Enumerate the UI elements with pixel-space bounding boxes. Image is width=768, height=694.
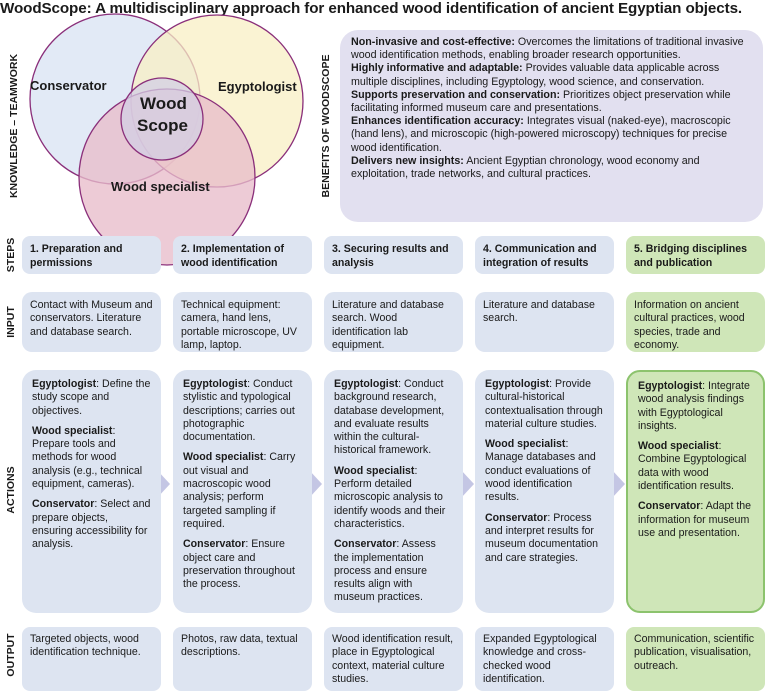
action-role: Egyptologist: [334, 378, 399, 390]
action-item: Wood specialist: Carry out visual and ma…: [183, 451, 302, 531]
action-item: Conservator: Select and prepare objects,…: [32, 498, 151, 551]
action-text: : Perform detailed microscopic analysis …: [334, 464, 446, 530]
action-role: Wood specialist: [485, 438, 566, 451]
action-text: : Define the study scope and objectives.: [32, 378, 151, 417]
action-item: Wood specialist: Manage databases and co…: [485, 438, 604, 504]
action-role: Conservator: [32, 498, 95, 511]
benefit-text: Overcomes the limitations of traditional…: [351, 36, 744, 62]
output-box-4: Expanded Egyptological knowledge and cro…: [475, 627, 614, 691]
benefit-item: Supports preservation and conservation: …: [351, 89, 755, 115]
actions-box-4: Egyptologist: Provide cultural-historica…: [475, 370, 614, 613]
input-box-5: Information on ancient cultural practice…: [626, 292, 765, 352]
action-item: Wood specialist: Combine Egyptological d…: [638, 440, 753, 493]
benefit-text: Ancient Egyptian chronology, wood econom…: [351, 154, 700, 181]
action-text: : Conduct background research, database …: [334, 378, 445, 457]
actions-box-5: Egyptologist: Integrate wood analysis fi…: [626, 370, 765, 613]
action-item: Egyptologist: Define the study scope and…: [32, 378, 151, 418]
output-box-5: Communication, scientific publication, v…: [626, 627, 765, 691]
action-role: Egyptologist: [638, 380, 703, 392]
actions-box-3: Egyptologist: Conduct background researc…: [324, 370, 463, 613]
action-text: : Carry out visual and macroscopic wood …: [183, 451, 296, 530]
benefit-text: Provides valuable data applicable across…: [351, 62, 720, 88]
page-title: WoodScope: A multidisciplinary approach …: [0, 0, 743, 17]
step-box-2: 2. Implementation of wood identification: [173, 236, 312, 274]
input-box-2: Technical equipment: camera, hand lens, …: [173, 292, 312, 352]
action-role: Egyptologist: [485, 378, 550, 390]
step-box-4: 4. Communication and integration of resu…: [475, 236, 614, 274]
benefit-text: Prioritizes object preservation while fa…: [351, 88, 731, 115]
action-text: : Prepare tools and methods for wood ana…: [32, 424, 143, 491]
venn-center-line2: Scope: [137, 116, 189, 135]
benefit-item: Highly informative and adaptable: Provid…: [351, 62, 755, 88]
action-role: Wood specialist: [183, 451, 264, 464]
action-item: Egyptologist: Provide cultural-historica…: [485, 378, 604, 431]
action-role: Egyptologist: [32, 378, 97, 390]
action-text: : Conduct stylistic and typological desc…: [183, 378, 295, 444]
action-item: Egyptologist: Conduct background researc…: [334, 378, 453, 458]
action-role: Wood specialist: [334, 464, 415, 477]
benefit-heading: Enhances identification accuracy:: [351, 115, 524, 128]
action-text: : Adapt the information for museum use a…: [638, 500, 752, 539]
action-text: : Combine Egyptological data with wood i…: [638, 440, 747, 493]
step-box-1: 1. Preparation and permissions: [22, 236, 161, 274]
action-text: : Ensure object care and preservation th…: [183, 538, 295, 591]
action-item: Conservator: Ensure object care and pres…: [183, 538, 302, 591]
actions-box-2: Egyptologist: Conduct stylistic and typo…: [173, 370, 312, 613]
benefit-heading: Non-invasive and cost-effective:: [351, 36, 515, 48]
input-box-3: Literature and database search. Wood ide…: [324, 292, 463, 352]
action-role: Conservator: [334, 538, 397, 551]
action-text: : Provide cultural-historical contextual…: [485, 378, 603, 430]
action-item: Wood specialist: Perform detailed micros…: [334, 465, 453, 531]
action-role: Wood specialist: [638, 440, 719, 453]
benefit-item: Enhances identification accuracy: Integr…: [351, 115, 755, 155]
center-circle: [120, 77, 204, 161]
action-text: : Select and prepare objects, ensuring a…: [32, 498, 151, 551]
step-box-3: 3. Securing results and analysis: [324, 236, 463, 274]
benefit-heading: Highly informative and adaptable:: [351, 62, 523, 75]
input-box-4: Literature and database search.: [475, 292, 614, 352]
action-item: Conservator: Assess the implementation p…: [334, 538, 453, 604]
benefit-item: Delivers new insights: Ancient Egyptian …: [351, 155, 755, 181]
venn-center-line1: Wood: [140, 94, 187, 113]
action-text: : Manage databases and conduct evaluatio…: [485, 438, 596, 504]
input-box-1: Contact with Museum and conservators. Li…: [22, 292, 161, 352]
action-text: : Assess the implementation process and …: [334, 538, 436, 604]
step-box-5: 5. Bridging disciplines and publication: [626, 236, 765, 274]
benefit-text: Integrates visual (naked-eye), macroscop…: [351, 115, 731, 154]
action-role: Egyptologist: [183, 378, 248, 390]
action-role: Conservator: [485, 511, 548, 524]
output-box-3: Wood identification result, place in Egy…: [324, 627, 463, 691]
action-role: Wood specialist: [32, 424, 113, 437]
benefit-item: Non-invasive and cost-effective: Overcom…: [351, 36, 755, 62]
action-role: Conservator: [183, 538, 246, 551]
benefit-heading: Supports preservation and conservation:: [351, 88, 561, 101]
benefit-heading: Delivers new insights:: [351, 154, 464, 167]
action-item: Conservator: Process and interpret resul…: [485, 512, 604, 565]
action-text: : Process and interpret results for muse…: [485, 511, 599, 564]
action-item: Egyptologist: Conduct stylistic and typo…: [183, 378, 302, 444]
venn-label-wood-specialist: Wood specialist: [111, 179, 210, 194]
action-item: Egyptologist: Integrate wood analysis fi…: [638, 380, 753, 433]
output-box-1: Targeted objects, wood identification te…: [22, 627, 161, 691]
action-role: Conservator: [638, 500, 701, 513]
action-item: Conservator: Adapt the information for m…: [638, 500, 753, 540]
benefits-box: Non-invasive and cost-effective: Overcom…: [340, 30, 763, 222]
output-box-2: Photos, raw data, textual descriptions.: [173, 627, 312, 691]
action-text: : Integrate wood analysis findings with …: [638, 380, 750, 432]
venn-label-conservator: Conservator: [30, 78, 107, 93]
venn-label-egyptologist: Egyptologist: [218, 79, 297, 94]
actions-box-1: Egyptologist: Define the study scope and…: [22, 370, 161, 613]
action-item: Wood specialist: Prepare tools and metho…: [32, 425, 151, 491]
